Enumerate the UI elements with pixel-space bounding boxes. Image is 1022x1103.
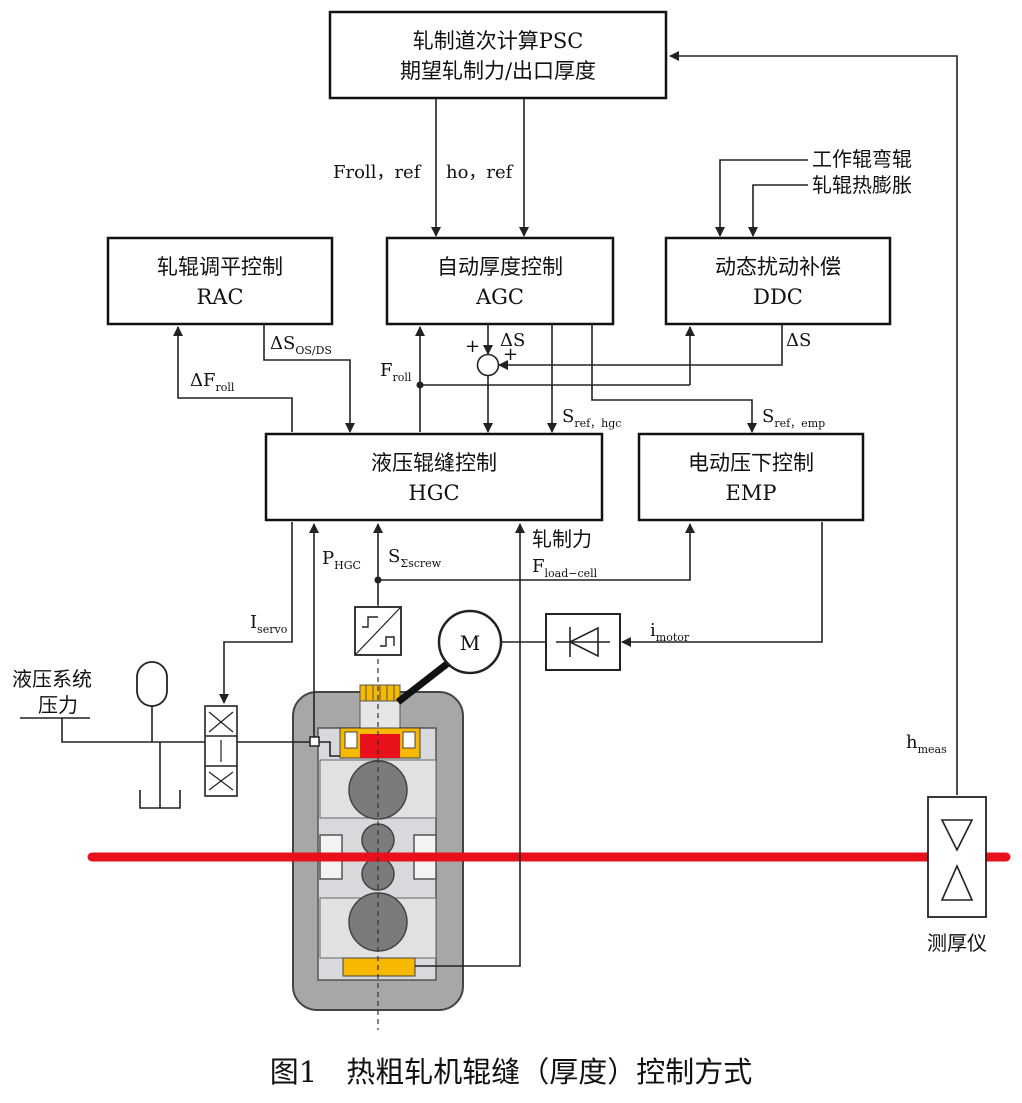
hgc-box: 液压辊缝控制 HGC (264, 432, 604, 522)
label-plus-left: + (465, 336, 480, 357)
hgc-line2: HGC (408, 481, 459, 505)
agc-line2: AGC (475, 285, 524, 309)
ddc-box: 动态扰动补偿 DDC (664, 236, 892, 326)
label-f-roll: Froll (380, 360, 412, 384)
label-delta-s-osds: ΔSOS/DS (270, 333, 332, 357)
ad-converter (354, 606, 402, 656)
rectifier (545, 613, 621, 671)
agc-box: 自动厚度控制 AGC (385, 236, 615, 326)
psc-box: 轧制道次计算PSC 期望轧制力/出口厚度 (328, 10, 668, 100)
rac-line1: 轧辊调平控制 (157, 255, 283, 279)
label-froll-ref: Froll，ref (333, 162, 422, 183)
label-delta-f-roll: ΔFroll (190, 370, 235, 394)
label-work-roll-bend: 工作辊弯辊 (812, 147, 912, 171)
label-i-servo: Iservo (250, 612, 288, 636)
ddc-line2: DDC (753, 285, 803, 309)
screw (359, 697, 401, 729)
label-ho-ref: ho，ref (446, 162, 514, 183)
psc-line1: 轧制道次计算PSC (413, 29, 584, 53)
label-s-ref-emp: Sref，emp (762, 406, 825, 430)
motor-label: M (460, 631, 480, 655)
label-p-hgc: PHGC (322, 548, 361, 572)
label-s-ref-hgc: Sref，hgc (562, 406, 621, 430)
label-gauge: 测厚仪 (927, 931, 987, 955)
summing-junction (476, 353, 500, 377)
thickness-gauge (927, 796, 987, 918)
rac-box: 轧辊调平控制 RAC (106, 236, 334, 326)
accumulator (136, 661, 168, 707)
tank-symbol (139, 790, 181, 809)
rac-line2: RAC (196, 285, 243, 309)
servo-valve (204, 705, 238, 797)
label-roll-thermal: 轧辊热膨胀 (812, 173, 912, 197)
figure-caption: 图1 热粗轧机辊缝（厚度）控制方式 (270, 1055, 752, 1089)
label-h-meas: hmeas (906, 732, 947, 756)
label-i-motor: imotor (650, 620, 690, 644)
motor: M (437, 609, 503, 675)
label-hydraulic-pressure-1: 液压系统 (12, 667, 92, 691)
agc-line1: 自动厚度控制 (437, 255, 563, 279)
ddc-line1: 动态扰动补偿 (715, 255, 841, 279)
label-delta-s-agc: ΔS (500, 330, 525, 351)
label-s-screw: SΣscrew (388, 546, 442, 570)
load-cell (342, 957, 416, 977)
label-rolling-force: 轧制力 (532, 527, 592, 551)
hgc-line1: 液压辊缝控制 (371, 451, 497, 475)
emp-box: 电动压下控制 EMP (637, 432, 865, 522)
label-hydraulic-pressure-2: 压力 (38, 693, 78, 717)
emp-line2: EMP (726, 481, 777, 505)
psc-line2: 期望轧制力/出口厚度 (400, 59, 596, 83)
label-delta-s-ddc: ΔS (786, 330, 811, 351)
hydraulic-piston (360, 734, 400, 758)
label-f-load-cell: Fload−cell (532, 556, 598, 580)
emp-line1: 电动压下控制 (688, 451, 814, 475)
label-plus-bottom: + (503, 344, 518, 365)
